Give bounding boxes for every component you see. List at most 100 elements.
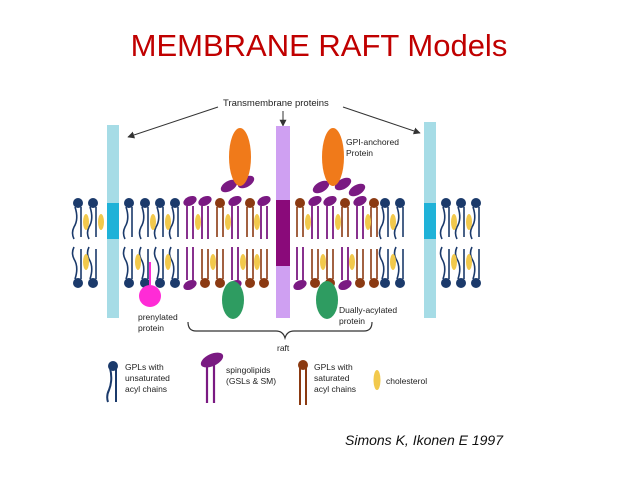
cholesterol bbox=[210, 254, 216, 270]
prenyl-label-2: protein bbox=[138, 323, 164, 333]
gpl-unsat-tail bbox=[71, 206, 78, 240]
gpl-unsat-head bbox=[73, 278, 83, 288]
gpl-unsat-head bbox=[155, 198, 165, 208]
gpl-unsat-tail bbox=[86, 246, 93, 280]
cholesterol bbox=[240, 254, 246, 270]
gpl-unsat-head bbox=[395, 278, 405, 288]
legend-gpl-sat-icon bbox=[298, 360, 308, 405]
raft-brace bbox=[187, 321, 373, 341]
gpl-unsat-tail bbox=[122, 206, 129, 240]
gpl-sat-head bbox=[245, 198, 255, 208]
gpl-unsat-tail bbox=[439, 246, 446, 280]
gpl-sat-head bbox=[245, 278, 255, 288]
gpl-unsat-head bbox=[88, 198, 98, 208]
gpl-unsat-head bbox=[471, 278, 481, 288]
legend-cholesterol-icon bbox=[373, 370, 381, 390]
gpl-unsat-tail bbox=[378, 246, 385, 280]
gpl-sat-head bbox=[200, 278, 210, 288]
sphingolipid-head bbox=[308, 195, 322, 207]
gpi-anchor-head bbox=[348, 183, 366, 197]
tm-protein-right bbox=[424, 122, 436, 318]
gpl-unsat-tail bbox=[378, 206, 385, 240]
gpl-unsat-tail bbox=[393, 206, 400, 240]
gpi-label-1: GPI-anchored bbox=[346, 137, 399, 147]
cholesterol bbox=[335, 214, 341, 230]
cholesterol bbox=[466, 214, 472, 230]
gpl-unsat-head bbox=[441, 198, 451, 208]
cholesterol bbox=[451, 214, 457, 230]
gpl-unsat-head bbox=[88, 278, 98, 288]
gpl-unsat-head bbox=[155, 278, 165, 288]
gpi-protein-left bbox=[229, 128, 251, 186]
dual-acyl-protein-left bbox=[222, 281, 244, 319]
legend-gpl-unsat-3: acyl chains bbox=[125, 384, 167, 394]
gpl-sat-head bbox=[355, 278, 365, 288]
gpl-sat-head bbox=[259, 278, 269, 288]
gpl-unsat-tail bbox=[454, 206, 461, 240]
gpl-unsat-head bbox=[441, 278, 451, 288]
legend-gpl-unsat-2: unsaturated bbox=[125, 373, 170, 383]
citation: Simons K, Ikonen E 1997 bbox=[345, 432, 503, 448]
gpl-unsat-head bbox=[140, 198, 150, 208]
raft-label: raft bbox=[277, 343, 290, 353]
gpl-sat-head bbox=[295, 198, 305, 208]
gpl-unsat-head bbox=[380, 278, 390, 288]
gpl-unsat-head bbox=[124, 198, 134, 208]
gpl-unsat-tail bbox=[168, 246, 175, 280]
gpl-unsat-tail bbox=[469, 246, 476, 280]
legend-gpl-sat-3: acyl chains bbox=[314, 384, 356, 394]
cholesterol bbox=[349, 254, 355, 270]
cholesterol bbox=[83, 214, 89, 230]
cholesterol bbox=[165, 254, 171, 270]
cholesterol bbox=[390, 214, 396, 230]
gpl-unsat-head bbox=[471, 198, 481, 208]
legend-gpl-sat-2: saturated bbox=[314, 373, 350, 383]
cholesterol bbox=[195, 214, 201, 230]
sphingolipid-head bbox=[198, 195, 212, 207]
gpi-anchor-head bbox=[220, 179, 238, 193]
gpl-unsat-head bbox=[395, 198, 405, 208]
cholesterol bbox=[225, 214, 231, 230]
gpl-unsat-tail bbox=[153, 246, 160, 280]
cholesterol bbox=[305, 214, 311, 230]
cholesterol bbox=[466, 254, 472, 270]
gpl-unsat-tail bbox=[122, 246, 129, 280]
tm-arrow-left bbox=[127, 106, 219, 139]
gpl-unsat-tail bbox=[469, 206, 476, 240]
gpl-unsat-tail bbox=[168, 206, 175, 240]
sphingolipid-head bbox=[338, 279, 352, 291]
gpl-unsat-tail bbox=[71, 246, 78, 280]
gpl-unsat-tail bbox=[138, 206, 145, 240]
cholesterol bbox=[135, 254, 141, 270]
cholesterol bbox=[98, 214, 104, 230]
gpl-sat-head bbox=[310, 278, 320, 288]
gpl-unsat-tail bbox=[153, 206, 160, 240]
gpl-unsat-tail bbox=[439, 206, 446, 240]
sphingolipid-head bbox=[228, 195, 242, 207]
tm-protein-center bbox=[276, 126, 290, 318]
sphingolipid-head bbox=[183, 279, 197, 291]
dual-label-2: protein bbox=[339, 316, 365, 326]
cholesterol bbox=[254, 254, 260, 270]
cholesterol bbox=[320, 254, 326, 270]
gpl-unsat-head bbox=[456, 278, 466, 288]
tm-protein-left bbox=[107, 125, 119, 318]
gpl-unsat-tail bbox=[86, 206, 93, 240]
sphingolipid-head bbox=[183, 195, 197, 207]
transmembrane-label: Transmembrane proteins bbox=[223, 98, 329, 109]
prenylated-protein bbox=[139, 285, 161, 307]
gpi-label-2: Protein bbox=[346, 148, 373, 158]
lipid-bilayer bbox=[71, 175, 481, 291]
gpl-unsat-head bbox=[124, 278, 134, 288]
gpl-unsat-head bbox=[170, 198, 180, 208]
legend-sphingo-2: (GSLs & SM) bbox=[226, 376, 276, 386]
sphingolipid-head bbox=[257, 195, 271, 207]
legend-gpl-unsat-1: GPLs with bbox=[125, 362, 164, 372]
gpl-sat-head bbox=[215, 198, 225, 208]
legend-sphingo-1: spingolipids bbox=[226, 365, 270, 375]
dual-acyl-protein-right bbox=[316, 281, 338, 319]
legend-gpl-sat-1: GPLs with bbox=[314, 362, 353, 372]
tm-arrow-right bbox=[342, 106, 421, 135]
legend-gpl-unsat-icon bbox=[106, 361, 118, 403]
